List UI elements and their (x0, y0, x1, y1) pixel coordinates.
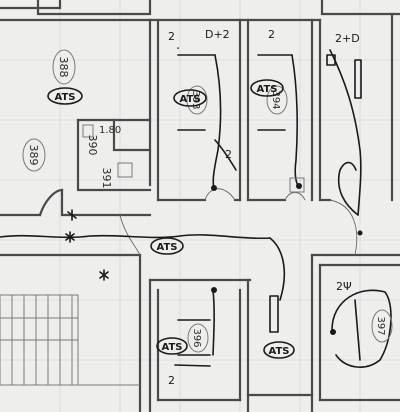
equipment-markers (82, 47, 363, 335)
ats-text: ATS (180, 94, 201, 105)
ats-label-396: ATS (156, 337, 188, 355)
room-396-number: 396 (191, 328, 202, 347)
room-388: 388 (52, 49, 76, 85)
annotation-2-bottom: 2 (168, 374, 175, 387)
room-391: 391 (100, 168, 113, 189)
annotation-2-top-mid: 2 (268, 28, 275, 41)
room-396: 396 (187, 323, 209, 353)
annotation-d-plus-2: D+2 (205, 28, 230, 41)
cable-ticks (65, 209, 109, 281)
ats-label-393: ATS (173, 89, 207, 107)
room-388-number: 388 (57, 57, 70, 78)
room-394-number: 394 (270, 90, 281, 109)
room-390-number: 390 (86, 135, 99, 156)
ats-text: ATS (257, 84, 278, 95)
room-397: 397 (371, 309, 393, 343)
room-389-number: 389 (27, 145, 40, 166)
annotation-2-room-393: 2 (225, 148, 232, 161)
ats-label-corridor: ATS (150, 237, 184, 255)
ats-label-388: ATS (47, 87, 83, 105)
room-391-number: 391 (100, 168, 113, 189)
ats-text: ATS (55, 92, 76, 103)
room-393-number: 393 (190, 90, 201, 109)
annotation-2-top-left: 2 (168, 30, 175, 43)
room-393: 393 (186, 85, 208, 115)
staircase (0, 294, 140, 386)
room-397-number: 397 (375, 316, 386, 335)
ats-label-394: ATS (250, 79, 284, 97)
ats-label-lower-corridor: ATS (263, 341, 295, 359)
room-389: 389 (22, 138, 46, 172)
room-394: 394 (266, 85, 288, 115)
ats-text: ATS (269, 346, 290, 357)
annotation-2-plus-d: 2+D (335, 32, 360, 45)
ceiling-height-label: 1.80 (99, 125, 121, 136)
ats-text: ATS (162, 342, 183, 353)
handdrawn-cable-runs (0, 49, 392, 368)
annotation-2-psi: 2Ψ (336, 280, 352, 293)
ats-text: ATS (157, 242, 178, 253)
room-390: 390 (86, 135, 99, 156)
